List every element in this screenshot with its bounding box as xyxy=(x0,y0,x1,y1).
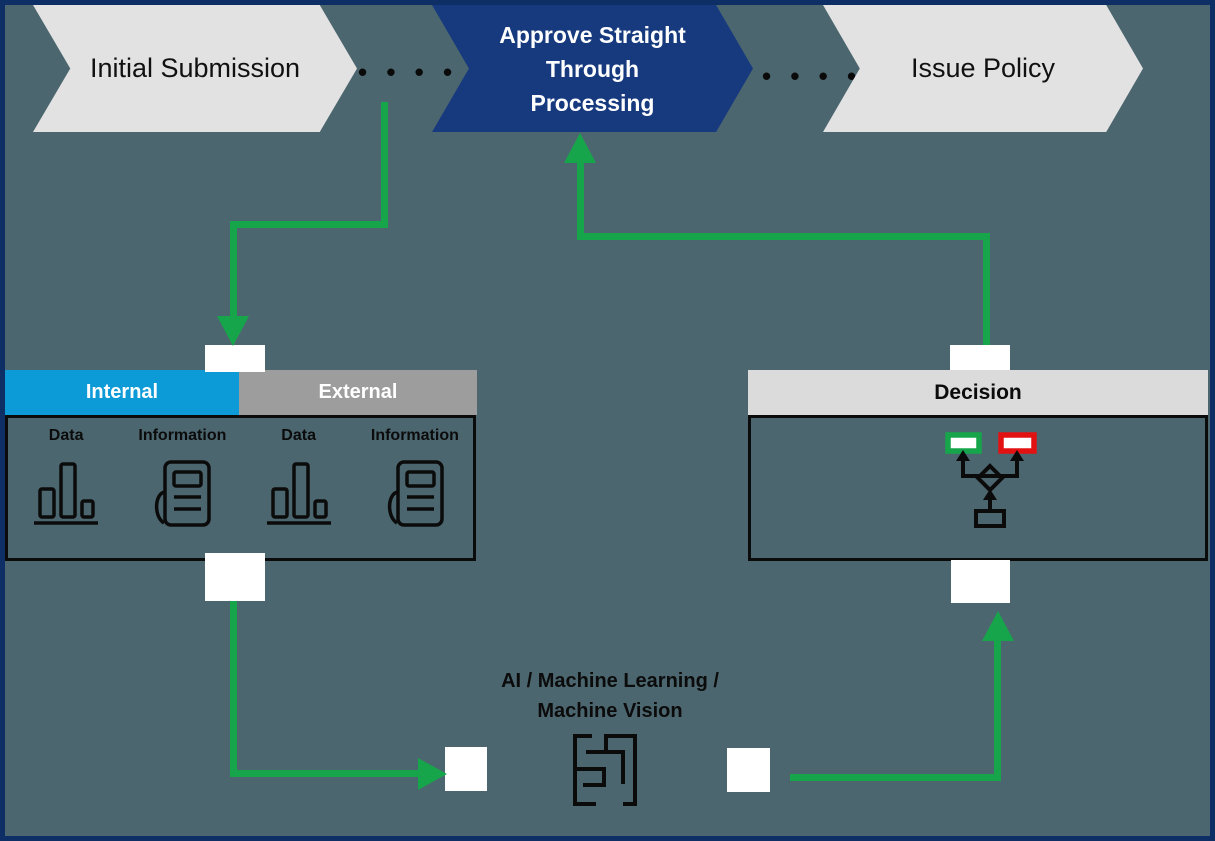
green-connector-line xyxy=(577,233,990,240)
document-icon xyxy=(155,460,212,527)
green-connector-line xyxy=(230,770,418,777)
green-arrowhead-down xyxy=(217,316,249,346)
tab-internal[interactable]: Internal xyxy=(5,370,239,415)
column-label: Information xyxy=(138,427,227,444)
dots-connector-right: • • • • xyxy=(762,61,863,91)
tab-external[interactable]: External xyxy=(239,370,477,415)
column-internal-data: Data xyxy=(8,418,124,558)
step-label: Initial Submission xyxy=(89,53,301,83)
column-label: Data xyxy=(281,427,316,444)
dots-connector-left: • • • • xyxy=(358,57,459,87)
green-connector-line xyxy=(577,161,584,240)
tab-label: External xyxy=(318,381,398,403)
green-connector-line xyxy=(230,601,237,777)
green-connector-line xyxy=(381,102,388,228)
column-external-data: Data xyxy=(241,418,357,558)
step-label: Approve Straight Through Processing xyxy=(499,21,686,116)
step-issue-policy[interactable]: Issue Policy xyxy=(823,5,1143,132)
data-information-box[interactable]: Data Information xyxy=(5,415,476,561)
green-connector-line xyxy=(983,233,990,345)
green-connector-line xyxy=(230,221,237,318)
green-arrowhead-up xyxy=(982,611,1014,641)
decision-box[interactable] xyxy=(748,415,1208,561)
green-connector-line xyxy=(230,221,388,228)
connector-port[interactable] xyxy=(205,345,265,372)
column-internal-information: Information xyxy=(124,418,240,558)
green-connector-line xyxy=(790,774,1000,781)
decision-box-header[interactable]: Decision xyxy=(748,370,1208,415)
connector-port[interactable] xyxy=(445,747,487,791)
document-icon xyxy=(387,460,444,527)
step-initial-submission[interactable]: Initial Submission xyxy=(33,5,357,132)
green-arrowhead-right xyxy=(418,758,447,790)
connector-port[interactable] xyxy=(205,553,265,601)
column-label: Information xyxy=(370,427,459,444)
bar-chart-icon xyxy=(266,462,331,525)
green-arrowhead-up xyxy=(564,133,596,163)
bar-chart-icon xyxy=(34,462,99,525)
maze-icon xyxy=(572,733,638,807)
tab-label: Internal xyxy=(85,381,159,403)
decision-tree-icon xyxy=(935,428,1045,530)
connector-port[interactable] xyxy=(950,345,1010,370)
ai-ml-label: AI / Machine Learning / Machine Vision xyxy=(501,670,719,722)
column-external-information: Information xyxy=(357,418,473,558)
decision-title: Decision xyxy=(934,380,1022,404)
connector-port[interactable] xyxy=(951,560,1010,603)
step-label: Issue Policy xyxy=(910,53,1056,83)
green-connector-line xyxy=(994,640,1001,781)
column-label: Data xyxy=(48,427,84,444)
step-approve-straight-through-processing[interactable]: Approve Straight Through Processing xyxy=(432,5,753,132)
connector-port[interactable] xyxy=(727,748,770,792)
